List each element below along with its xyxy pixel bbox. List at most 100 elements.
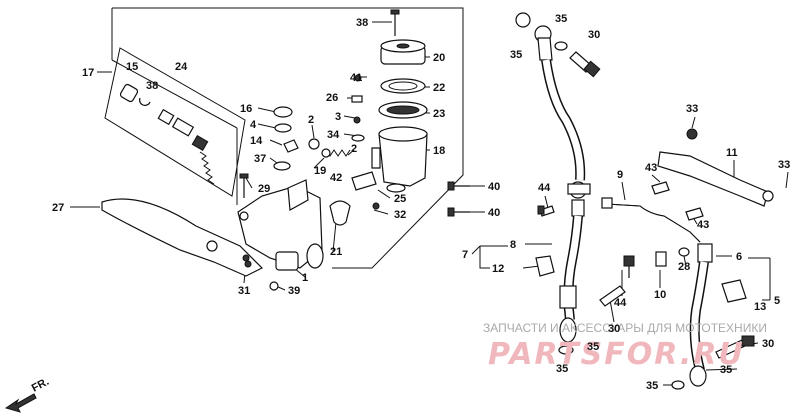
bolt-43-upper bbox=[651, 181, 670, 195]
callout-20: 20 bbox=[433, 52, 445, 64]
nut-2a bbox=[308, 138, 320, 150]
switch-25 bbox=[351, 171, 380, 210]
bolt-40-lower bbox=[447, 207, 470, 217]
small-screws-stack bbox=[351, 74, 365, 142]
watermark-tagline: ЗАПЧАСТИ И АКСЕССУАРЫ ДЛЯ МОТОТЕХНИКИ bbox=[483, 321, 767, 335]
callout-40-lower: 40 bbox=[488, 207, 500, 219]
callout-25: 25 bbox=[394, 193, 406, 205]
callout-6: 6 bbox=[736, 251, 742, 263]
callout-30-right: 30 bbox=[762, 338, 774, 350]
callout-21: 21 bbox=[330, 246, 342, 258]
callout-34: 34 bbox=[327, 129, 340, 141]
callout-17: 17 bbox=[82, 67, 94, 79]
callout-43-upper: 43 bbox=[645, 162, 657, 174]
watermark: ЗАПЧАСТИ И АКСЕССУАРЫ ДЛЯ МОТОТЕХНИКИ PA… bbox=[483, 321, 767, 372]
callout-44-upper: 44 bbox=[538, 182, 551, 194]
callout-9: 9 bbox=[617, 169, 623, 181]
callout-3: 3 bbox=[335, 111, 341, 123]
callout-35-top-right: 35 bbox=[555, 13, 567, 25]
callout-10: 10 bbox=[654, 289, 666, 301]
holder-21 bbox=[329, 200, 351, 226]
callout-19: 19 bbox=[314, 165, 326, 177]
callout-42: 42 bbox=[330, 172, 342, 184]
callout-1: 1 bbox=[302, 272, 308, 284]
callout-7: 7 bbox=[462, 249, 468, 261]
lower-brake-hose-right bbox=[671, 243, 713, 390]
bolt-44-upper bbox=[537, 205, 555, 217]
bolt-40-upper bbox=[447, 181, 470, 191]
callout-13: 13 bbox=[754, 301, 766, 313]
cap-screw bbox=[390, 9, 400, 36]
callout-22: 22 bbox=[433, 82, 445, 94]
washer-4 bbox=[274, 123, 292, 133]
callout-31: 31 bbox=[238, 285, 250, 297]
washer-37 bbox=[273, 161, 291, 171]
direction-label: FR. bbox=[30, 376, 51, 395]
clamp-13 bbox=[721, 279, 747, 303]
callout-39: 39 bbox=[288, 285, 300, 297]
spring-19 bbox=[321, 148, 351, 158]
piston-kit bbox=[119, 83, 215, 185]
banjo-bolt-30-top bbox=[554, 41, 601, 78]
callout-27: 27 bbox=[52, 202, 64, 214]
piston-kit-frame bbox=[104, 47, 246, 197]
callout-16: 16 bbox=[240, 103, 252, 115]
callout-35-mid: 35 bbox=[587, 341, 599, 353]
washer-10 bbox=[655, 251, 667, 267]
callout-33-upper: 33 bbox=[686, 103, 698, 115]
reservoir-cap bbox=[380, 39, 426, 65]
callout-labels: 38 35 35 30 20 17 15 24 38 41 22 26 23 1… bbox=[52, 13, 790, 392]
callout-28: 28 bbox=[678, 261, 690, 273]
bracket-11 bbox=[657, 128, 774, 207]
watermark-logo: PARTSFOR.RU bbox=[488, 337, 745, 372]
pivot-bolt-29 bbox=[239, 173, 249, 198]
callout-35-bottom: 35 bbox=[646, 380, 658, 392]
callout-37: 37 bbox=[254, 153, 266, 165]
boot bbox=[273, 106, 293, 118]
lower-brake-hose-left bbox=[558, 199, 585, 355]
callout-33-right: 33 bbox=[778, 159, 790, 171]
grommet-28 bbox=[678, 247, 690, 257]
diaphragm-plate bbox=[380, 78, 426, 94]
bolt-44-lower bbox=[623, 255, 635, 278]
callout-5: 5 bbox=[774, 295, 780, 307]
clamp-12 bbox=[535, 255, 555, 277]
upper-brake-hose bbox=[515, 12, 591, 199]
callout-4: 4 bbox=[250, 119, 257, 131]
callout-leader-ticks bbox=[663, 368, 738, 386]
brake-lever bbox=[101, 198, 264, 277]
callout-35-bottom-left: 35 bbox=[556, 363, 568, 375]
screw-31-39 bbox=[242, 254, 279, 291]
callout-30-mid: 30 bbox=[608, 323, 620, 335]
callout-32: 32 bbox=[394, 209, 406, 221]
callout-38-top: 38 bbox=[356, 17, 368, 29]
callout-40-upper: 40 bbox=[488, 181, 500, 193]
banjo-bolt-30-mid bbox=[599, 285, 626, 307]
callout-30-top: 30 bbox=[588, 29, 600, 41]
callout-35-right: 35 bbox=[720, 364, 732, 376]
banjo-bolt-30-right bbox=[715, 335, 755, 359]
bolt-43-lower bbox=[685, 207, 704, 221]
callout-35-top-left: 35 bbox=[510, 49, 522, 61]
callout-43-lower: 43 bbox=[697, 219, 709, 231]
diaphragm bbox=[378, 101, 428, 119]
reservoir-body bbox=[371, 126, 428, 193]
callout-2-lower: 2 bbox=[351, 143, 357, 155]
callout-2-upper: 2 bbox=[308, 114, 314, 126]
callout-44-lower: 44 bbox=[614, 297, 627, 309]
callout-41: 41 bbox=[350, 72, 362, 84]
brake-pipe bbox=[601, 197, 701, 243]
callout-26: 26 bbox=[326, 92, 338, 104]
front-arrow-icon: FR. bbox=[4, 376, 51, 413]
callout-11: 11 bbox=[726, 147, 738, 159]
callout-15: 15 bbox=[126, 61, 138, 73]
callout-23: 23 bbox=[433, 108, 445, 120]
callout-8: 8 bbox=[510, 239, 516, 251]
callout-18: 18 bbox=[433, 145, 445, 157]
bolt-14 bbox=[283, 139, 299, 153]
callout-29: 29 bbox=[258, 183, 270, 195]
master-cylinder bbox=[237, 179, 324, 271]
callout-24: 24 bbox=[175, 61, 188, 73]
callout-14: 14 bbox=[250, 135, 263, 147]
